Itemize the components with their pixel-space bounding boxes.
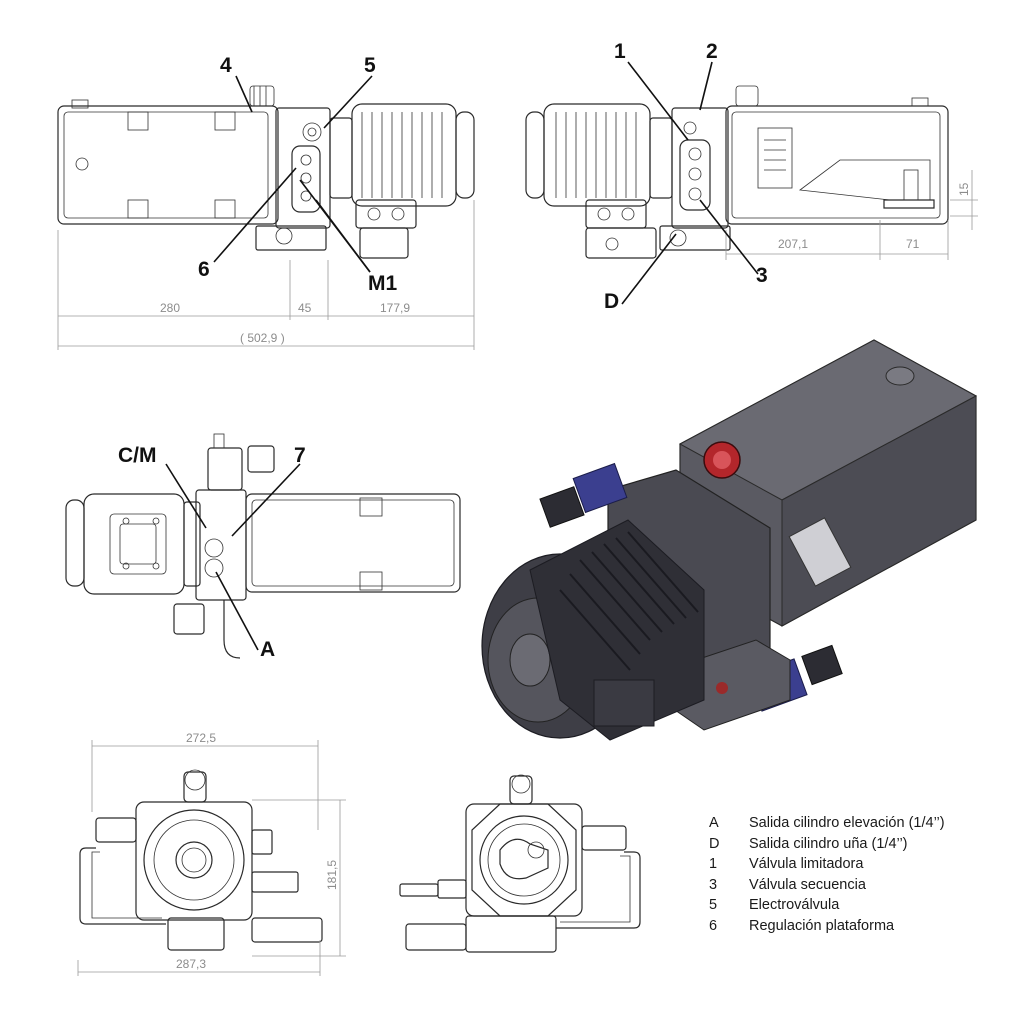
legend-key: D — [709, 835, 720, 852]
legend-item: 3 Válvula secuencia — [703, 875, 945, 896]
dim-207-1: 207,1 — [778, 237, 808, 251]
dim-177-9: 177,9 — [380, 301, 410, 315]
side-view-left: 280 45 177,9 ( 502,9 ) 4 5 6 M1 — [57, 54, 475, 350]
legend-key: 5 — [709, 897, 718, 914]
legend: A Salida cilindro elevación (1/4’’) D Sa… — [703, 813, 945, 937]
callout-M1: M1 — [368, 272, 397, 295]
legend-key: 1 — [709, 856, 718, 873]
dim-15: 15 — [957, 182, 971, 196]
callout-7: 7 — [294, 444, 306, 467]
dim-45: 45 — [298, 301, 312, 315]
legend-text: Regulación plataforma — [749, 917, 895, 934]
front-view: 272,5 287,3 181,5 — [77, 731, 346, 976]
callout-4: 4 — [220, 54, 232, 77]
dim-71: 71 — [906, 237, 920, 251]
dim-280: 280 — [160, 301, 180, 315]
legend-text: Electroválvula — [749, 897, 840, 914]
callout-6: 6 — [198, 258, 210, 281]
isometric-render — [481, 339, 978, 741]
dim-502-9: ( 502,9 ) — [240, 331, 285, 345]
legend-key: 6 — [709, 917, 718, 934]
legend-text: Válvula limitadora — [749, 856, 864, 873]
legend-item: 5 Electroválvula — [703, 895, 945, 916]
dim-287-3: 287,3 — [176, 957, 206, 971]
legend-text: Salida cilindro elevación (1/4’’) — [749, 815, 945, 831]
top-view: C/M 7 A — [65, 433, 461, 661]
callout-2: 2 — [706, 40, 718, 63]
legend-text: Válvula secuencia — [749, 876, 866, 893]
legend-key: 3 — [709, 876, 718, 893]
callout-C-M: C/M — [118, 444, 157, 467]
callout-5: 5 — [364, 54, 376, 77]
dim-181-5: 181,5 — [325, 860, 339, 890]
dim-272-5: 272,5 — [186, 731, 216, 745]
callout-1: 1 — [614, 40, 626, 63]
legend-item: 1 Válvula limitadora — [703, 854, 945, 875]
legend-item: D Salida cilindro uña (1/4’’) — [703, 834, 945, 855]
legend-item: A Salida cilindro elevación (1/4’’) — [703, 813, 945, 834]
callout-3: 3 — [756, 264, 768, 287]
callout-A: A — [260, 638, 275, 661]
legend-key: A — [709, 815, 719, 831]
rear-view — [399, 774, 641, 953]
legend-item: 6 Regulación plataforma — [703, 916, 945, 937]
callout-D: D — [604, 290, 619, 313]
legend-text: Salida cilindro uña (1/4’’) — [749, 835, 908, 852]
side-view-right: 207,1 71 15 1 2 3 D — [525, 40, 978, 313]
